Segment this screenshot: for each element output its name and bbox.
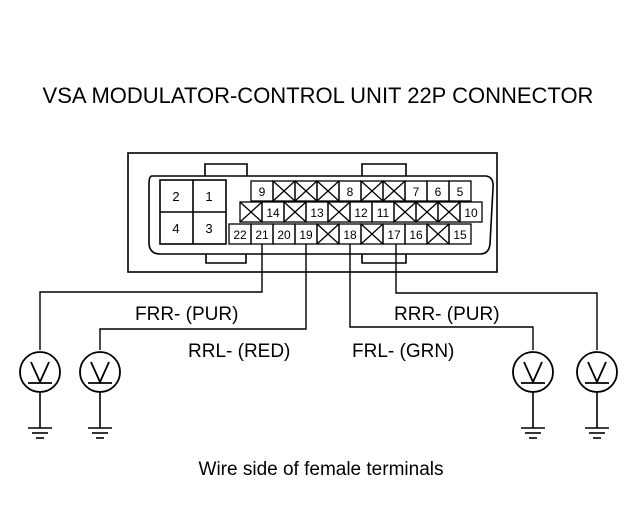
empty-cavity-x	[437, 201, 461, 223]
empty-cavities	[239, 180, 461, 245]
pin-number: 22	[233, 228, 247, 242]
pin-number: 3	[205, 221, 212, 236]
ground-icon	[521, 392, 545, 439]
pin-number: 8	[347, 185, 354, 199]
empty-cavity-x	[360, 223, 384, 245]
pin-number: 20	[277, 228, 291, 242]
pin-number: 6	[435, 185, 442, 199]
pin-number: 14	[266, 206, 280, 220]
pin-number: 9	[259, 185, 266, 199]
pin-number: 15	[453, 228, 467, 242]
voltmeter-icon	[512, 351, 554, 393]
empty-cavity-x	[316, 223, 340, 245]
empty-cavity-x	[426, 223, 450, 245]
voltmeter-icon	[79, 351, 121, 393]
voltmeter-icon	[19, 351, 61, 393]
pin-numbers: 2 1 4 3 9 8 7 6 5 14 13 12 11 10 22 21 2…	[172, 185, 478, 242]
pin-number: 12	[354, 206, 368, 220]
pin-number: 11	[377, 206, 390, 220]
probe-wires	[39, 244, 598, 350]
empty-cavity-x	[239, 201, 263, 223]
empty-cavity-x	[415, 201, 439, 223]
pin-number: 7	[413, 185, 420, 199]
pin-number: 1	[205, 189, 212, 204]
pin-number: 18	[343, 228, 357, 242]
diagram-caption: Wire side of female terminals	[199, 459, 444, 480]
wire-label-rrl: RRL- (RED)	[188, 341, 290, 362]
empty-cavity-x	[316, 180, 340, 202]
ground-icon	[88, 392, 112, 439]
pin-grid	[228, 180, 483, 245]
voltmeter-icon	[576, 351, 618, 393]
diagram-title: VSA MODULATOR-CONTROL UNIT 22P CONNECTOR	[43, 83, 594, 108]
pin-number: 21	[255, 228, 269, 242]
wire-label-frr: FRR- (PUR)	[135, 304, 238, 325]
empty-cavity-x	[294, 180, 318, 202]
pin-number: 16	[409, 228, 423, 242]
wire-label-frl: FRL- (GRN)	[352, 341, 454, 362]
empty-cavity-x	[382, 180, 406, 202]
empty-cavity-x	[272, 180, 296, 202]
pin-number: 19	[299, 228, 313, 242]
connector-housing	[127, 152, 498, 273]
pin-number: 5	[457, 185, 464, 199]
empty-cavity-x	[360, 180, 384, 202]
ground-icon	[28, 392, 52, 439]
empty-cavity-x	[393, 201, 417, 223]
wire-frl	[349, 244, 534, 350]
ground-icon	[585, 392, 609, 439]
wire-rrr	[395, 244, 598, 350]
pin-number: 2	[172, 189, 179, 204]
wire-frr	[39, 244, 263, 350]
empty-cavity-x	[327, 201, 351, 223]
pin-number: 10	[464, 206, 478, 220]
pin-number: 4	[172, 221, 179, 236]
pin-number: 17	[387, 228, 401, 242]
wire-label-rrr: RRR- (PUR)	[394, 304, 500, 325]
empty-cavity-x	[283, 201, 307, 223]
wire-rrl	[99, 244, 307, 350]
pin-number: 13	[310, 206, 324, 220]
